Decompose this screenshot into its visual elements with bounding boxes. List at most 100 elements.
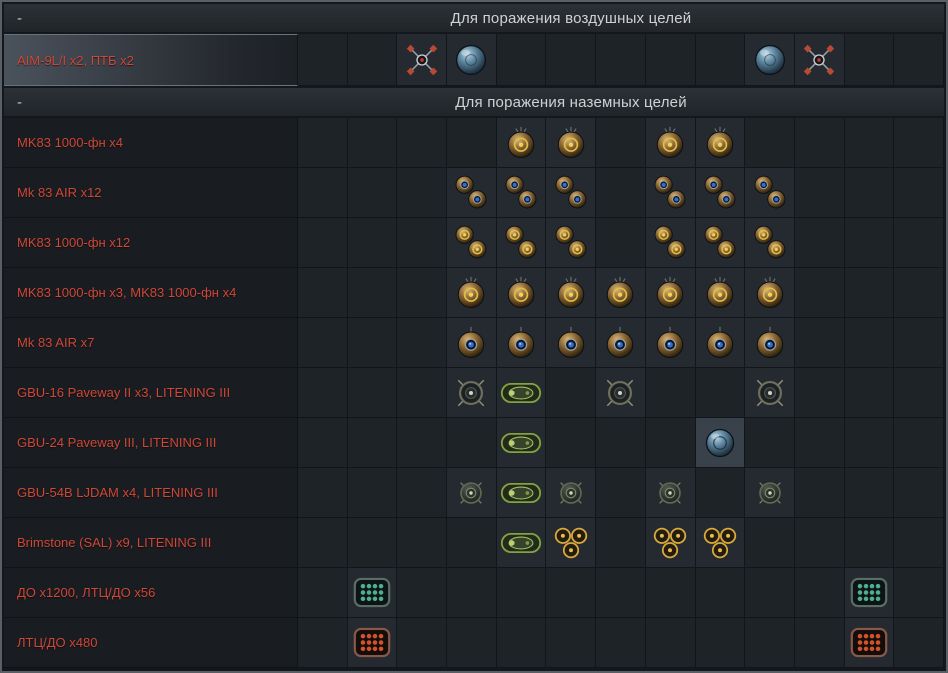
pylon-cell — [596, 418, 646, 468]
ground-loadout-rows: MK83 1000-фн x4 Mk 83 AIR x12 MK — [4, 118, 944, 668]
bomb-yellow-icon — [653, 126, 687, 160]
pylon-cell — [546, 268, 597, 318]
pylon-cell — [794, 368, 845, 418]
pylon-cell — [397, 268, 448, 318]
bomb-blue-pair-icon — [650, 173, 690, 213]
pylon-cell — [596, 518, 646, 568]
bomb-yellow-pair-icon — [750, 223, 790, 263]
bomb-blue-icon — [703, 326, 737, 360]
pylon-cell — [496, 168, 547, 218]
air-collapse-toggle[interactable]: - — [17, 9, 22, 27]
loadout-row[interactable]: GBU-24 Paveway III, LITENING III — [4, 418, 944, 468]
ground-collapse-toggle[interactable]: - — [17, 93, 22, 111]
pylon-cell — [496, 568, 547, 618]
pylon-cell — [546, 618, 597, 668]
pylon-cell — [645, 418, 696, 468]
loadout-label: MK83 1000-фн x4 — [4, 118, 298, 168]
pylon-cell — [645, 268, 696, 318]
pylon-cell — [596, 618, 646, 668]
pylon-cell — [844, 568, 895, 618]
pylon-cell — [447, 518, 497, 568]
bomb-blue-pair-icon — [700, 173, 740, 213]
pylon-cell — [347, 568, 398, 618]
dispenser-red-icon — [850, 627, 888, 658]
pylon-cell — [546, 318, 597, 368]
loadout-row[interactable]: Mk 83 AIR x7 — [4, 318, 944, 368]
pylon-cell — [546, 218, 597, 268]
pylon-cell — [894, 518, 944, 568]
pylon-cell — [695, 34, 746, 86]
bomb-blue-pair-icon — [451, 173, 491, 213]
aim9-missile-icon — [799, 40, 839, 80]
bomb-blue-icon — [554, 326, 588, 360]
pylon-cell — [695, 618, 746, 668]
pylon-cell — [745, 618, 795, 668]
loadout-row[interactable]: Mk 83 AIR x12 — [4, 168, 944, 218]
pylon-cell — [645, 168, 696, 218]
pylon-cell — [745, 318, 795, 368]
pylon-cell — [745, 518, 795, 568]
pylon-cell — [397, 418, 448, 468]
loadout-row[interactable]: MK83 1000-фн x3, MK83 1000-фн x4 — [4, 268, 944, 318]
pylon-cell — [298, 468, 348, 518]
pylon-cell — [894, 168, 944, 218]
gbu24-bomb-icon — [702, 425, 738, 461]
pylon-cell — [397, 118, 448, 168]
pylon-cell — [546, 468, 597, 518]
gbu54-bomb-icon — [751, 474, 789, 512]
pylon-cell — [546, 568, 597, 618]
loadout-row[interactable]: GBU-16 Paveway II x3, LITENING III — [4, 368, 944, 418]
pylon-cell — [894, 34, 944, 86]
bomb-blue-icon — [603, 326, 637, 360]
pylon-cell — [546, 368, 597, 418]
loadout-label: MK83 1000-фн x12 — [4, 218, 298, 268]
pylon-cell — [794, 218, 845, 268]
pylon-cell — [447, 618, 497, 668]
ground-section-title: Для поражения наземных целей — [455, 93, 687, 111]
pylon-cell — [596, 34, 646, 86]
pylon-cell — [298, 568, 348, 618]
pylon-cell — [496, 268, 547, 318]
pylon-cell — [645, 618, 696, 668]
pylon-cell — [794, 418, 845, 468]
ground-header-left: - — [4, 94, 198, 111]
pylon-cell — [695, 468, 746, 518]
pylon-cell — [745, 418, 795, 468]
loadout-row[interactable]: Brimstone (SAL) x9, LITENING III — [4, 518, 944, 568]
pylon-cell — [596, 568, 646, 618]
dispenser-red-icon — [353, 627, 391, 658]
pylon-cell — [447, 418, 497, 468]
pylon-cell — [645, 368, 696, 418]
pylon-cell — [645, 118, 696, 168]
loadout-row[interactable]: GBU-54B LJDAM x4, LITENING III — [4, 468, 944, 518]
pylon-cell — [844, 518, 895, 568]
pylon-cell — [894, 418, 944, 468]
loadout-label: ЛТЦ/ДО x480 — [4, 618, 298, 668]
loadout-row[interactable]: ЛТЦ/ДО x480 — [4, 618, 944, 668]
pylon-cell — [496, 318, 547, 368]
loadout-row[interactable]: AIM-9L/I x2, ПТБ x2 — [4, 34, 944, 86]
pylon-cell — [447, 118, 497, 168]
pylon-cell — [347, 34, 398, 86]
gbu-seeker-icon — [750, 373, 790, 413]
aim9-missile-icon — [402, 40, 442, 80]
pylon-cell — [596, 168, 646, 218]
bomb-yellow-icon — [753, 276, 787, 310]
bomb-yellow-pair-icon — [501, 223, 541, 263]
loadout-row[interactable]: MK83 1000-фн x12 — [4, 218, 944, 268]
pylon-cell — [397, 468, 448, 518]
loadout-row[interactable]: ДО x1200, ЛТЦ/ДО x56 — [4, 568, 944, 618]
pylon-cell — [844, 368, 895, 418]
targeting-pod-icon — [500, 479, 542, 507]
pylon-cell — [894, 268, 944, 318]
pylon-cell — [397, 34, 448, 86]
pylon-cell — [298, 168, 348, 218]
fuel-tank-icon — [453, 42, 489, 78]
pylon-cell — [447, 318, 497, 368]
pylon-cell — [844, 468, 895, 518]
brimstone-triple-icon — [700, 525, 740, 561]
pylon-cell — [596, 468, 646, 518]
loadout-row[interactable]: MK83 1000-фн x4 — [4, 118, 944, 168]
pylon-cell — [844, 418, 895, 468]
pylon-cell — [298, 118, 348, 168]
